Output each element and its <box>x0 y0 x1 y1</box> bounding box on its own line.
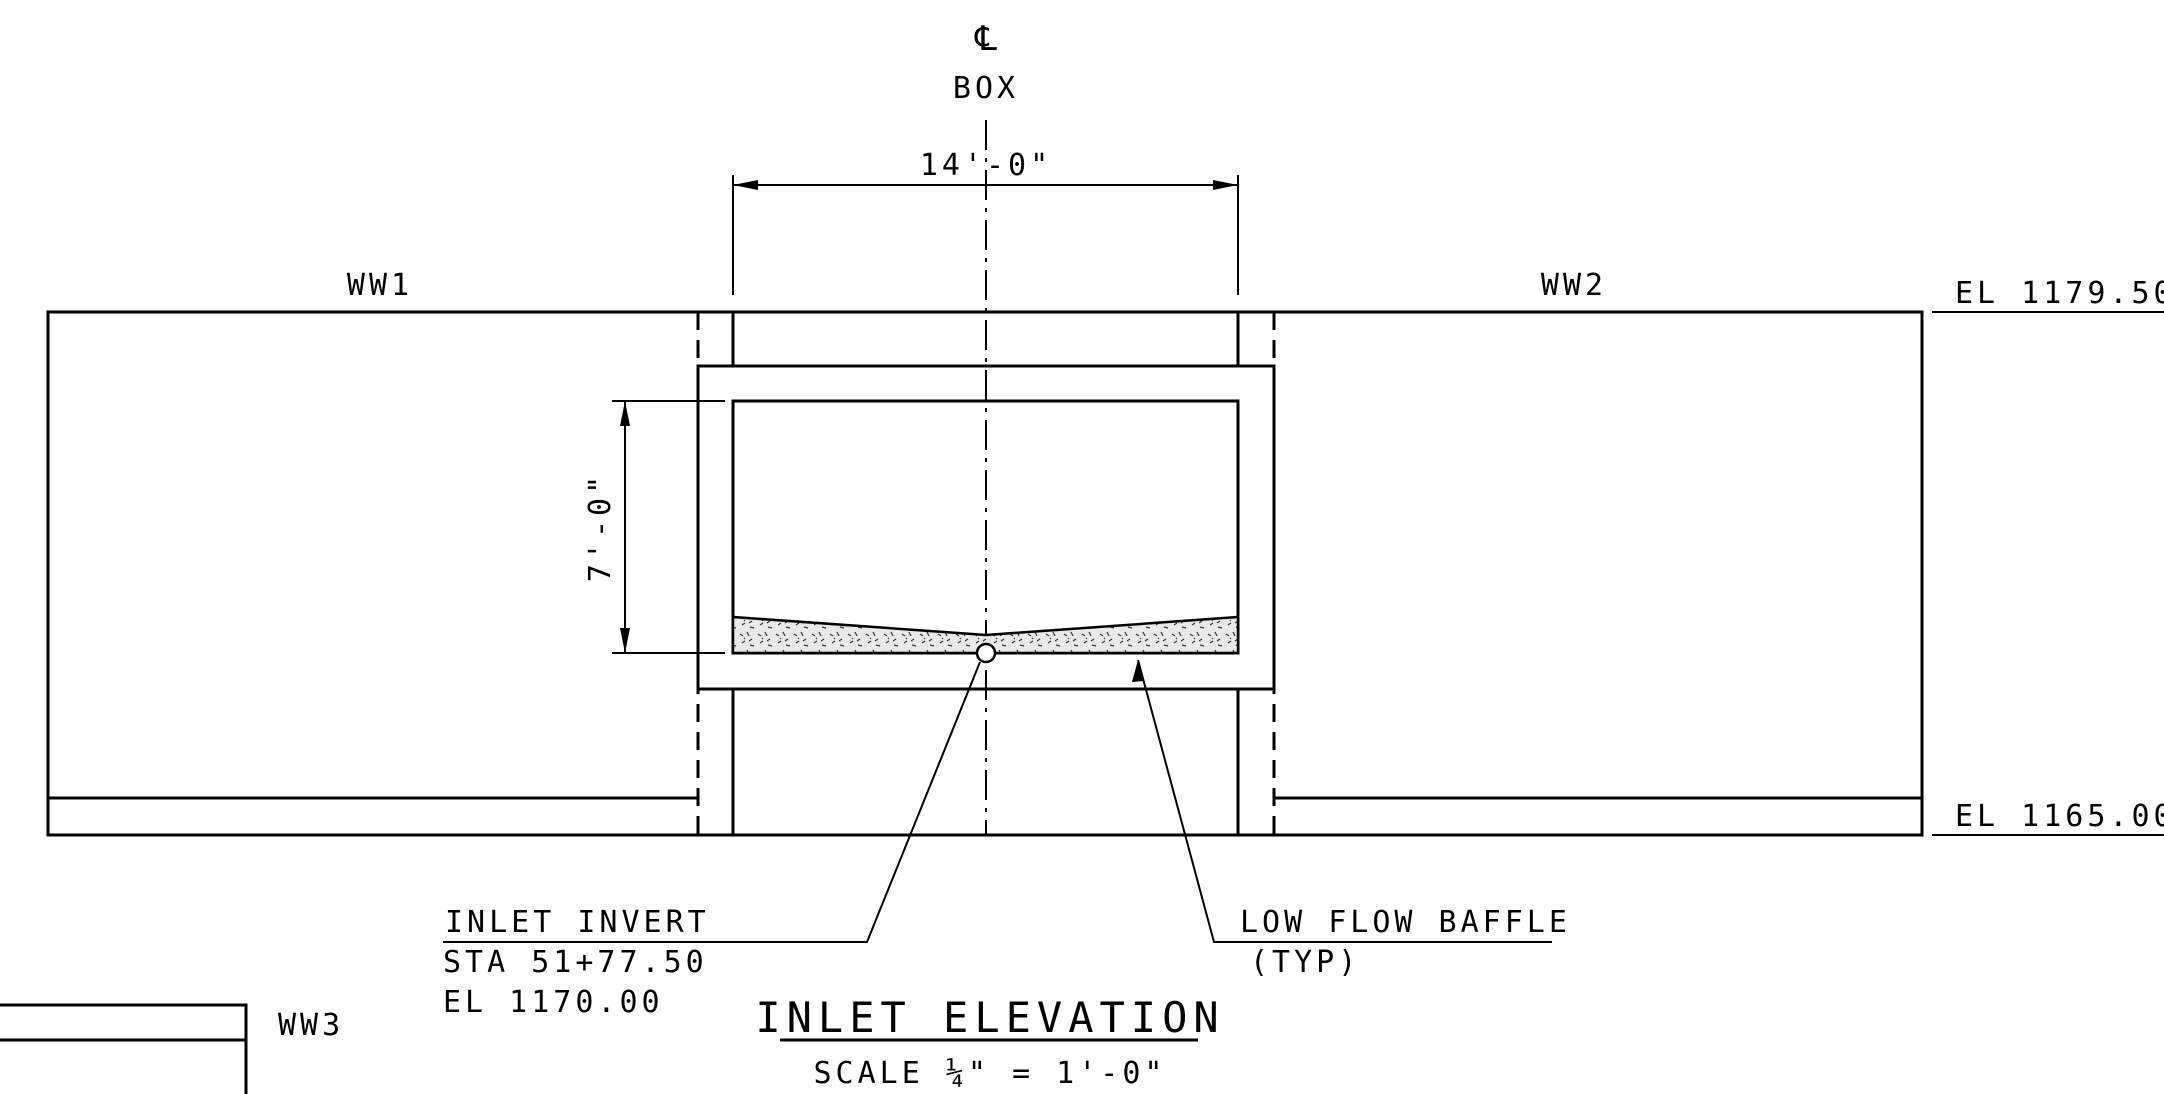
low-flow-baffle <box>731 615 1240 655</box>
centerline-label: BOX <box>953 71 1019 106</box>
width-dimension: 14'-0" <box>732 148 1239 295</box>
centerline-symbol: ℄ <box>974 19 997 59</box>
wingwall-lower <box>0 1003 248 1094</box>
inlet-invert-line-3: EL 1170.00 <box>443 985 664 1020</box>
elevation-bottom-label: EL 1165.00 <box>1955 799 2164 834</box>
wingwall-left <box>46 310 698 837</box>
width-dimension-label: 14'-0" <box>920 148 1052 183</box>
height-dimension-label: 7'-0" <box>583 472 618 582</box>
wingwall-right-label: WW2 <box>1541 268 1607 303</box>
drawing-title: INLET ELEVATION <box>755 993 1224 1042</box>
baffle-line-1: LOW FLOW BAFFLE <box>1240 905 1571 940</box>
baffle-callout: LOW FLOW BAFFLE (TYP) <box>1132 659 1571 980</box>
elevation-top-label: EL 1179.50 <box>1955 276 2164 311</box>
wingwall-lower-label: WW3 <box>278 1008 344 1043</box>
inlet-invert-marker <box>975 642 997 664</box>
inlet-invert-callout: INLET INVERT STA 51+77.50 EL 1170.00 <box>443 661 981 1020</box>
inlet-invert-line-2: STA 51+77.50 <box>443 945 708 980</box>
inlet-invert-line-1: INLET INVERT <box>445 905 710 940</box>
wingwall-right <box>1274 310 1924 837</box>
baffle-line-2: (TYP) <box>1250 945 1360 980</box>
drawing-scale: SCALE ¼" = 1'-0" <box>814 1056 1167 1091</box>
wingwall-left-label: WW1 <box>347 268 413 303</box>
height-dimension: 7'-0" <box>583 400 725 654</box>
